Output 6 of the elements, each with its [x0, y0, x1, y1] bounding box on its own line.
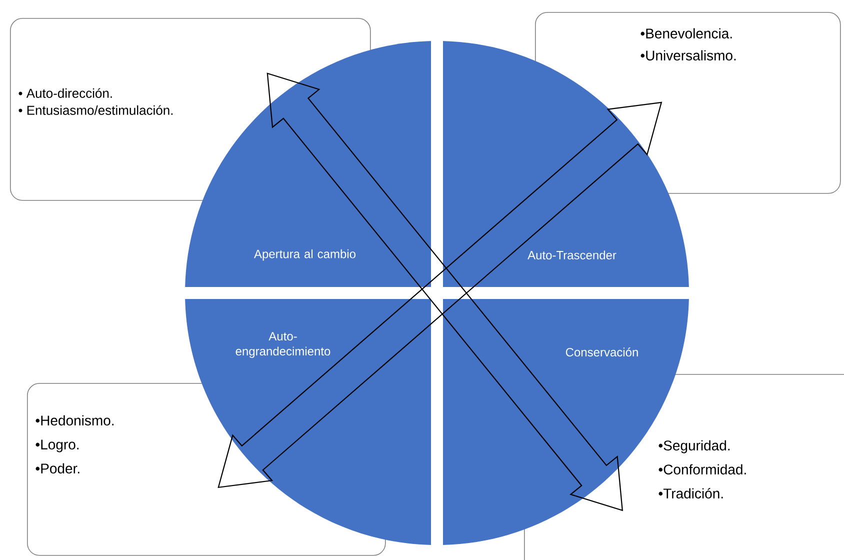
double-arrow: [266, 72, 624, 512]
double-arrow: [218, 102, 662, 488]
quadrant-label: Auto-engrandecimiento: [236, 332, 330, 358]
quadrant-label: Conservación: [566, 348, 638, 356]
quadrant-label: Auto-Trascender: [528, 250, 616, 260]
quadrant-label: Apertura al cambio: [254, 249, 356, 261]
